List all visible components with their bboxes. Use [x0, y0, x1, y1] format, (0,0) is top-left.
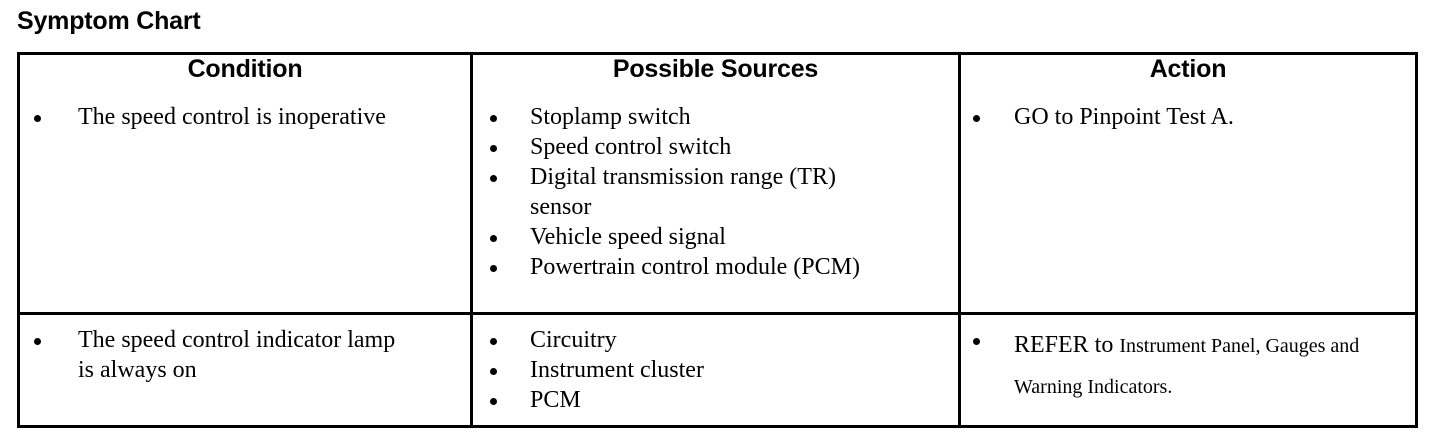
- action-reference-text: Instrument Panel, Gauges and Warning Ind…: [1014, 335, 1360, 398]
- condition-list: The speed control indicator lamp is alwa…: [20, 325, 462, 385]
- table-header: Condition Possible Sources Action: [18, 53, 1417, 92]
- action-list: GO to Pinpoint Test A.: [961, 102, 1407, 133]
- list-item: Powertrain control module (PCM): [473, 252, 950, 282]
- cell-action: REFER to Instrument Panel, Gauges and Wa…: [958, 312, 1417, 427]
- list-item: Stoplamp switch: [473, 102, 950, 132]
- action-lead-text: GO to Pinpoint Test A.: [1014, 104, 1234, 130]
- list-item: Vehicle speed signal: [473, 222, 950, 252]
- list-item: Instrument cluster: [473, 355, 950, 385]
- table-row: The speed control indicator lamp is alwa…: [18, 312, 1417, 427]
- condition-list: The speed control is inoperative: [20, 102, 462, 132]
- list-item: Speed control switch: [473, 132, 950, 162]
- possible-sources-list: Circuitry Instrument cluster PCM: [473, 325, 950, 415]
- list-item: GO to Pinpoint Test A.: [961, 102, 1407, 133]
- column-header-action: Action: [958, 53, 1417, 92]
- list-item: Digital transmission range (TR) sensor: [473, 162, 950, 222]
- column-header-possible-sources: Possible Sources: [470, 53, 960, 92]
- cell-possible-sources: Circuitry Instrument cluster PCM: [470, 312, 960, 427]
- list-item: REFER to Instrument Panel, Gauges and Wa…: [961, 325, 1407, 407]
- cell-possible-sources: Stoplamp switch Speed control switch Dig…: [470, 92, 960, 314]
- action-lead-text: REFER to: [1014, 332, 1120, 358]
- list-item: PCM: [473, 385, 950, 415]
- table-row: The speed control is inoperative Stoplam…: [18, 92, 1417, 314]
- cell-action: GO to Pinpoint Test A.: [958, 92, 1417, 314]
- page-title: Symptom Chart: [17, 7, 201, 35]
- table-header-row: Condition Possible Sources Action: [18, 53, 1417, 92]
- column-header-condition: Condition: [18, 53, 472, 92]
- list-item: The speed control is inoperative: [20, 102, 462, 132]
- list-item: The speed control indicator lamp is alwa…: [20, 325, 462, 385]
- symptom-chart-table: Condition Possible Sources Action The sp…: [17, 52, 1418, 428]
- action-list: REFER to Instrument Panel, Gauges and Wa…: [961, 325, 1407, 407]
- cell-condition: The speed control is inoperative: [18, 92, 472, 314]
- cell-condition: The speed control indicator lamp is alwa…: [18, 312, 472, 427]
- list-item: Circuitry: [473, 325, 950, 355]
- table-body: The speed control is inoperative Stoplam…: [18, 92, 1417, 427]
- possible-sources-list: Stoplamp switch Speed control switch Dig…: [473, 102, 950, 282]
